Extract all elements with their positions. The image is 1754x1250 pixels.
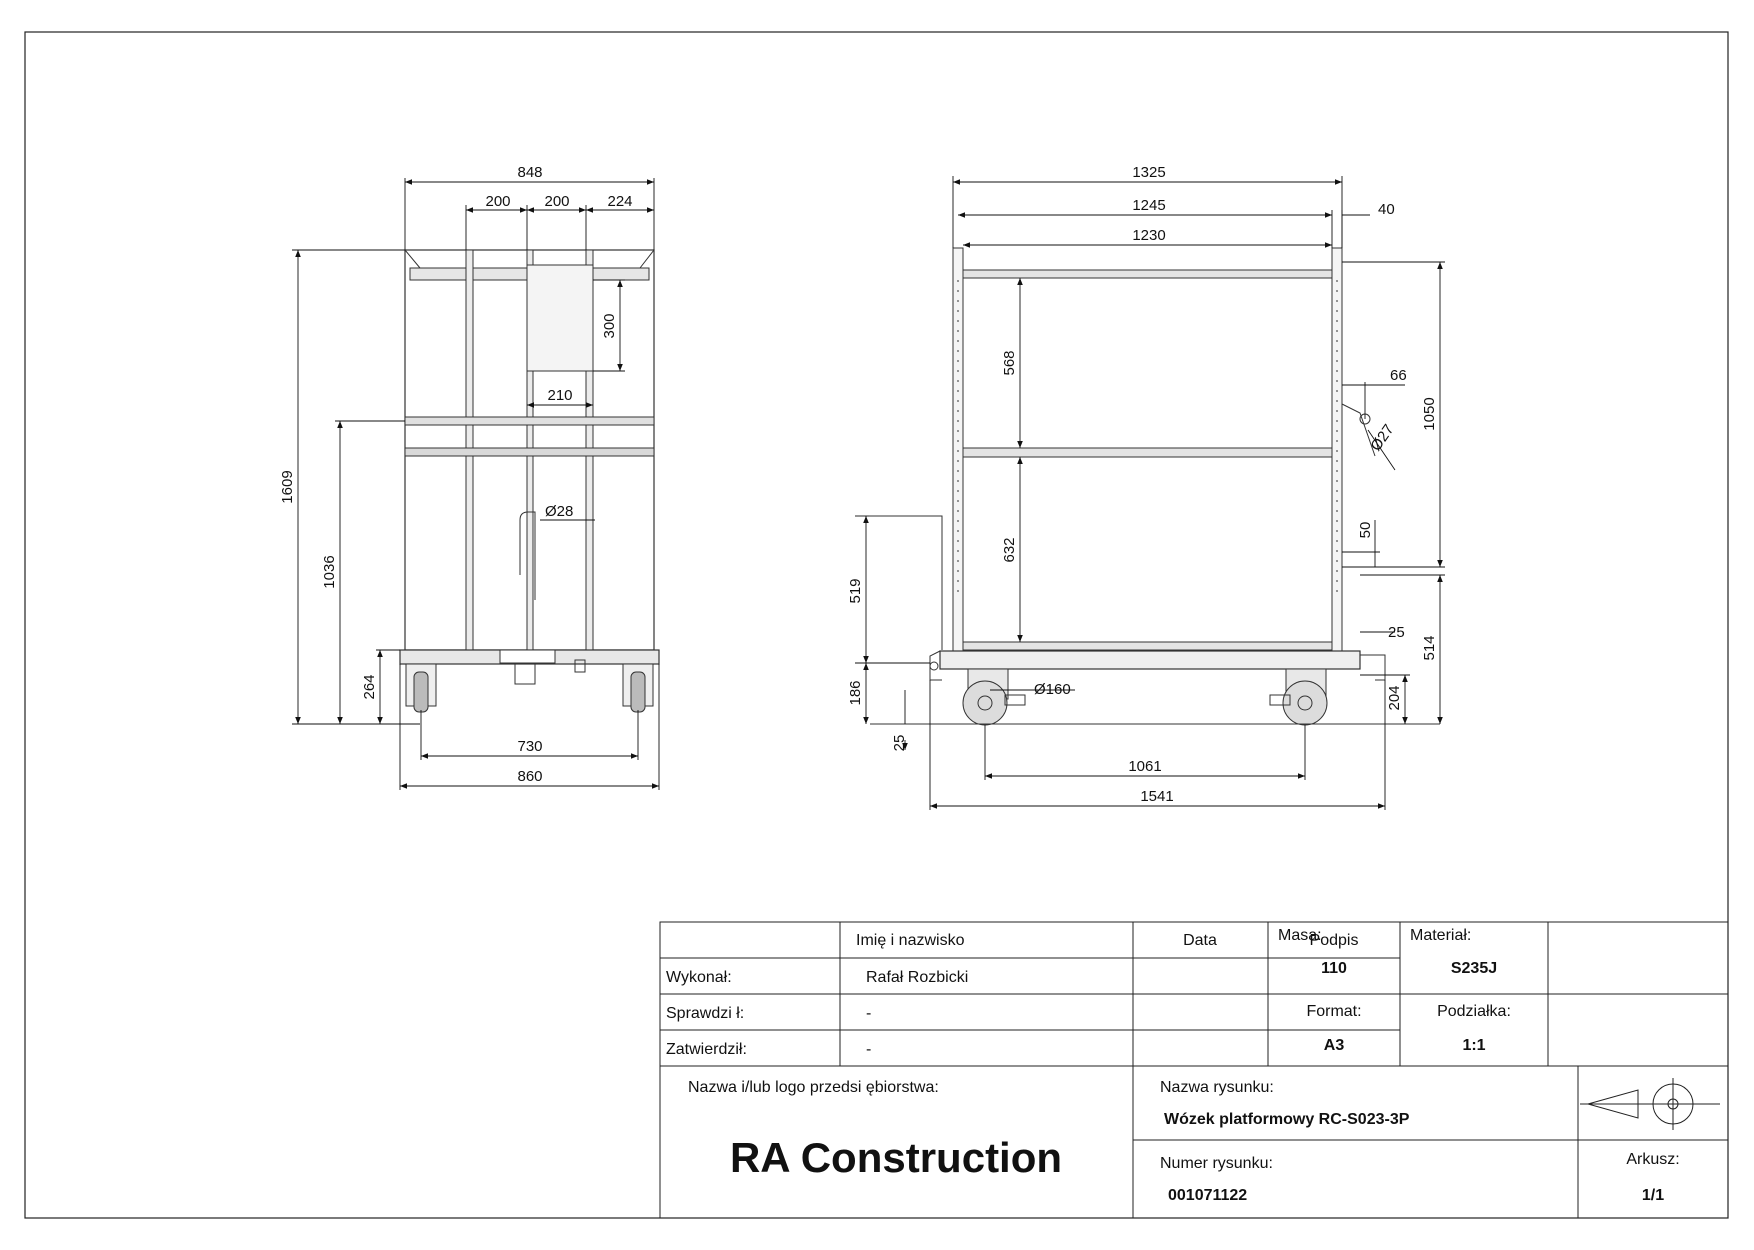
dim-front-base-height: 264 (361, 674, 378, 699)
dim-front-wheel-track: 730 (517, 738, 542, 755)
dim-side-wheelbase: 1061 (1128, 758, 1161, 775)
dim-front-total-width: 848 (517, 164, 542, 181)
format-value: A3 (1324, 1037, 1345, 1054)
row-value-made-by: Rafał Rozbicki (866, 969, 968, 986)
dim-side-platform-height: 514 (1421, 635, 1438, 660)
dim-side-upper-gap: 568 (1001, 350, 1018, 375)
front-view (399, 249, 660, 713)
row-label-approved: Zatwierdził: (666, 1041, 747, 1058)
drawing-name-value: Wózek platformowy RC-S023-3P (1164, 1111, 1410, 1128)
row-label-checked: Sprawdzi ł: (666, 1005, 744, 1022)
row-value-checked: - (866, 1005, 871, 1022)
dim-side-total-length: 1541 (1140, 788, 1173, 805)
dim-side-lower-gap: 632 (1001, 537, 1018, 562)
title-block-text: Imię i nazwisko Data Podpis Wykonał: Raf… (666, 927, 1680, 1204)
company-label: Nazwa i/lub logo przedsi ębiorstwa: (688, 1079, 939, 1096)
front-view-dimensions (292, 178, 660, 790)
side-view-dimensions (855, 176, 1445, 810)
header-date: Data (1183, 932, 1217, 949)
dim-side-hole-diameter: Ø27 (1367, 421, 1397, 454)
dim-side-wheel-diameter: Ø160 (1034, 681, 1071, 698)
scale-value: 1:1 (1462, 1037, 1485, 1054)
mass-value: 110 (1321, 960, 1347, 977)
mass-label: Masa: (1278, 927, 1322, 944)
header-name: Imię i nazwisko (856, 932, 965, 949)
dim-front-spacing-c: 224 (607, 193, 632, 210)
material-label: Materiał: (1410, 927, 1471, 944)
front-view-dimension-labels: 848 200 200 224 300 210 Ø28 1609 1036 26… (279, 164, 633, 785)
side-view-dimension-labels: 1325 1245 40 1230 568 632 66 Ø27 1050 50… (847, 164, 1438, 805)
dim-front-panel-width: 210 (547, 387, 572, 404)
dim-side-slot: 50 (1357, 522, 1374, 539)
sheet-value: 1/1 (1642, 1187, 1664, 1204)
drawing-name-label: Nazwa rysunku: (1160, 1079, 1274, 1096)
header-signature: Podpis (1310, 932, 1359, 949)
dim-side-post-height: 1050 (1421, 397, 1438, 430)
row-label-made-by: Wykonał: (666, 969, 732, 986)
company-name: RA Construction (730, 1134, 1062, 1181)
material-value: S235J (1451, 960, 1497, 977)
scale-label: Podziałka: (1437, 1003, 1511, 1020)
dim-front-spacing-b: 200 (544, 193, 569, 210)
dim-front-handle-diameter: Ø28 (545, 503, 573, 520)
drawing-number-value: 001071122 (1168, 1187, 1247, 1204)
dim-side-frame-height: 204 (1386, 685, 1403, 710)
dim-side-shelf-length: 1230 (1132, 227, 1165, 244)
format-label: Format: (1306, 1003, 1361, 1020)
dim-side-handle-height: 519 (847, 578, 864, 603)
dim-front-rail-height: 1036 (321, 555, 338, 588)
dim-side-inner-length: 1245 (1132, 197, 1165, 214)
sheet-label: Arkusz: (1626, 1151, 1679, 1168)
dim-front-panel-height: 300 (601, 313, 618, 338)
dim-side-post-width: 40 (1378, 201, 1395, 218)
drawing-number-label: Numer rysunku: (1160, 1155, 1273, 1172)
side-view (869, 247, 1440, 726)
dim-side-ground-clearance: 25 (891, 735, 908, 752)
row-value-approved: - (866, 1041, 871, 1058)
dim-front-total-height: 1609 (279, 470, 296, 503)
dim-side-drawbar-height: 186 (847, 680, 864, 705)
dim-side-hole-offset: 66 (1390, 367, 1407, 384)
dim-front-spacing-a: 200 (485, 193, 510, 210)
dim-side-pin: 25 (1388, 624, 1405, 641)
dim-side-overall-length: 1325 (1132, 164, 1165, 181)
dim-front-base-width: 860 (517, 768, 542, 785)
title-block (659, 921, 1729, 1219)
